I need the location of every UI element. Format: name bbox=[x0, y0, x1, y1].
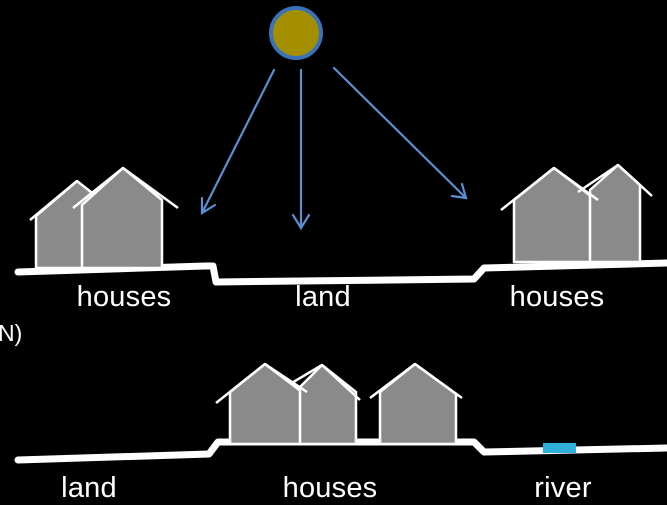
house bbox=[228, 362, 304, 446]
top-right-houses bbox=[500, 163, 653, 264]
arrow-right bbox=[332, 66, 468, 200]
house bbox=[512, 166, 598, 264]
label-top-right-houses: houses bbox=[509, 281, 605, 313]
label-top-left-houses: houses bbox=[76, 281, 172, 313]
arrow-left bbox=[200, 68, 276, 215]
house bbox=[298, 363, 358, 446]
label-bottom-houses: houses bbox=[282, 472, 378, 504]
sun-arrows bbox=[200, 66, 468, 231]
river-water bbox=[543, 443, 576, 453]
arrow-right-head bbox=[450, 182, 468, 200]
label-bottom-river: river bbox=[534, 472, 592, 504]
top-ground bbox=[14, 259, 667, 286]
bottom-houses bbox=[215, 362, 463, 446]
house bbox=[80, 166, 164, 270]
label-bottom-land: land bbox=[61, 472, 117, 504]
sun bbox=[269, 6, 323, 60]
arrow-left-head bbox=[200, 196, 217, 215]
top-left-houses bbox=[29, 166, 179, 270]
house bbox=[378, 362, 458, 446]
arrow-middle-head bbox=[291, 213, 311, 231]
label-top-land: land bbox=[295, 281, 351, 313]
edge-text: N) bbox=[0, 320, 23, 346]
